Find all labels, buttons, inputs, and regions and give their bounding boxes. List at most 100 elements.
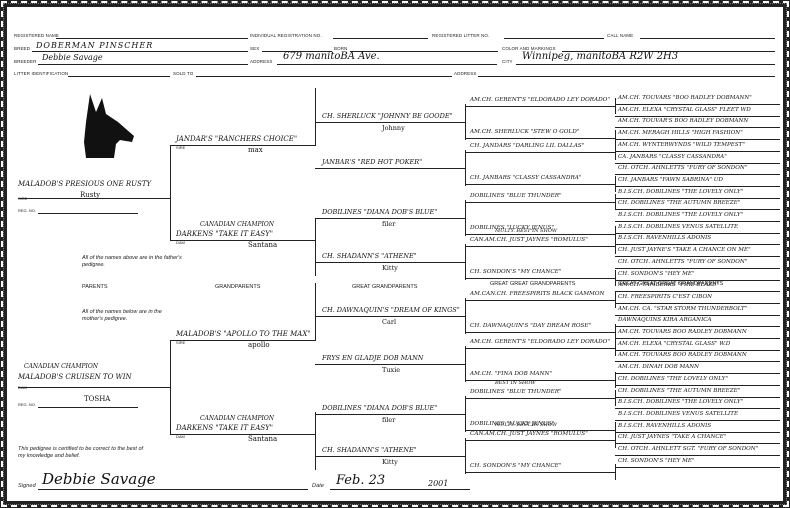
- great-grandparent-call: Johnny: [382, 124, 405, 132]
- gg-grandparent-name: CAN.AM.CH. JUST JAYNES "ROMULUS": [470, 431, 588, 437]
- gg-grandparent-name: CH. SONDON'S "MY CHANCE": [470, 269, 562, 275]
- address-label: ADDRESS: [250, 59, 273, 64]
- col-parents: PARENTS: [82, 284, 108, 290]
- great-grandparent-bracket: [465, 150, 466, 186]
- color-label: COLOR AND MARKINGS: [502, 46, 556, 51]
- gg-grandparent-pre: MULTY. BEST IN SHOW: [495, 422, 558, 428]
- gg-grandparent-name: CH. SONDON'S "MY CHANCE": [470, 463, 562, 469]
- ggg-grandparent-line: [615, 373, 780, 375]
- gg-grandparent-line: [465, 472, 615, 473]
- gg-grandparent-name: CH. JANDARS "DARLING LIL DALLAS": [470, 143, 585, 149]
- ggg-grandparent-line: [615, 349, 780, 351]
- great-grandparent-name: DOBILINES "DIANA DOB'S BLUE": [322, 404, 438, 412]
- gg-grandparent-bracket: [615, 422, 616, 438]
- great-grandparent-bracket: [465, 346, 466, 382]
- dam-call: TOSHA: [84, 395, 111, 403]
- ggg-grandparent-name: CH. OTCH. AHNLETT SGT. "FURY OF SONDON": [618, 446, 759, 452]
- city-value: Winnipeg, manitoBA R2W 2H3: [522, 51, 679, 62]
- great-grandparent-bracket: [465, 104, 466, 140]
- grandparent-line: [170, 340, 315, 341]
- gg-grandparent-name: DOBILINES "BLUE THUNDER": [470, 193, 562, 199]
- grandparent-title: CANADIAN CHAMPION: [200, 415, 275, 422]
- sire-call: Rusty: [80, 191, 101, 199]
- gg-grandparent-name: CAN.AM.CH. JUST JAYNES "ROMULUS": [470, 237, 588, 243]
- gg-grandparent-bracket: [615, 432, 616, 448]
- ggg-grandparent-line: [615, 338, 780, 339]
- breeder-value: Debbie Savage: [42, 53, 103, 62]
- gg-grandparent-name: DOBILINES "LUCKY JENUS": [470, 225, 555, 231]
- grandparent-bracket: [315, 412, 316, 470]
- grandparent-role: DAM: [176, 240, 185, 245]
- col-great-great-great: GREAT GREAT GREAT GRANDPARENTS: [618, 281, 724, 287]
- great-grandparent-bracket: [465, 200, 466, 236]
- great-grandparent-call: Kitty: [382, 264, 398, 272]
- great-grandparent-name: CH. SHERLUCK "JOHNNY BE GOODE": [322, 112, 453, 120]
- ggg-grandparent-line: [615, 326, 780, 328]
- gg-grandparent-bracket: [615, 98, 616, 114]
- date-value: Feb. 23: [336, 473, 386, 488]
- gg-grandparent-name: DOBILINES "LUCKY JENUS": [470, 421, 555, 427]
- gg-grandparent-bracket: [615, 238, 616, 254]
- sire-name: MALADOB'S PRESIOUS ONE RUSTY: [18, 180, 152, 188]
- gg-grandparent-line: [465, 106, 615, 107]
- gg-grandparent-name: AM.CAN.CH. FREESPIRITS BLACK GAMMON: [470, 291, 605, 297]
- ggg-grandparent-line: [615, 127, 780, 129]
- great-grandparent-name: CH. SHADANN'S "ATHENE": [322, 252, 417, 260]
- dam-reg-line: [38, 407, 138, 408]
- ggg-grandparent-line: [615, 115, 780, 117]
- great-grandparent-line: [315, 218, 465, 219]
- dam-name: MALADOB'S CRUISEN TO WIN: [18, 373, 132, 381]
- ggg-grandparent-name: B.I.S.CH. RAVENHILLS ADONIS: [618, 235, 712, 242]
- ggg-grandparent-name: B.I.S.CH. DOBILINES "THE LOVELY ONLY": [618, 188, 744, 195]
- gg-grandparent-line: [465, 398, 615, 399]
- gg-grandparent-name: DOBILINES "BLUE THUNDER": [470, 389, 562, 395]
- gg-grandparent-name: AM.CH. SHERLUCK "STEW O GOLD": [470, 129, 580, 135]
- registered-litter-label: REGISTERED LITTER NO.: [432, 33, 490, 38]
- col-grandparents: GRANDPARENTS: [215, 284, 261, 290]
- grandparent-role: SIRE: [176, 145, 186, 150]
- col-great-great: GREAT GREAT GRANDPARENTS: [490, 281, 576, 287]
- gg-grandparent-bracket: [615, 464, 616, 480]
- grandparent-role: DAM: [176, 434, 185, 439]
- gg-grandparent-line: [465, 440, 615, 441]
- signed-label: Signed: [18, 483, 36, 489]
- dam-bracket: [170, 340, 171, 434]
- gg-grandparent-bracket: [615, 130, 616, 146]
- litter-id-label: LITTER IDENTIFICATION: [14, 71, 69, 76]
- signature-value: Debbie Savage: [42, 470, 156, 488]
- ggg-grandparent-line: [615, 244, 780, 246]
- great-grandparent-line: [315, 456, 465, 457]
- ggg-grandparent-line: [615, 185, 780, 187]
- gg-grandparent-bracket: [615, 270, 616, 286]
- gg-grandparent-name: AM.CH. "FINA DOB MANN": [470, 371, 553, 377]
- grandparent-line: [170, 240, 315, 241]
- gg-grandparent-line: [465, 152, 615, 153]
- great-grandparent-bracket: [465, 298, 466, 334]
- grandparent-name: MALADOB'S "APOLLO TO THE MAX": [176, 330, 311, 338]
- address2-label: ADDRESS: [454, 71, 477, 76]
- registered-name-label: REGISTERED NAME: [14, 33, 60, 38]
- dam-line: [18, 387, 170, 388]
- great-grandparent-bracket: [465, 438, 466, 474]
- gg-grandparent-line: [465, 234, 615, 235]
- ggg-grandparent-line: [615, 232, 780, 234]
- gg-grandparent-line: [465, 430, 615, 431]
- ggg-grandparent-line: [615, 104, 780, 105]
- ggg-grandparent-name: CH. FREESPIRITS C'EST CIBON: [618, 293, 712, 300]
- great-grandparent-bracket: [465, 244, 466, 280]
- grandparent-role: SIRE: [176, 340, 186, 345]
- great-grandparent-call: Tuxie: [382, 366, 401, 374]
- doberman-logo: [84, 94, 134, 158]
- born-label: BORN: [334, 46, 348, 51]
- ggg-grandparent-line: [615, 431, 780, 433]
- grandparent-name: JANDAR'S "RANCHERS CHOICE": [176, 135, 298, 143]
- sex-label: SEX: [250, 46, 260, 51]
- year-value: 2001: [428, 479, 449, 488]
- gg-grandparent-bracket: [615, 176, 616, 192]
- gg-grandparent-line: [465, 278, 615, 279]
- ggg-grandparent-name: CA. JANBARS "CLASSY CASSANDRA": [618, 153, 727, 160]
- father-note: All of the names above are in the father…: [82, 255, 182, 268]
- gg-grandparent-bracket: [615, 226, 616, 242]
- great-grandparent-name: CH. SHADANN'S "ATHENE": [322, 446, 417, 454]
